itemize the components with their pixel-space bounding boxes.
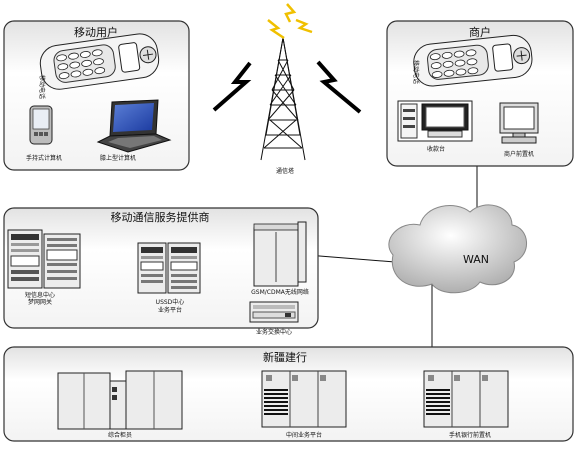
phone-caption-user: 移动电话 xyxy=(38,75,46,99)
pda-label: 手持式计算机 xyxy=(26,154,62,162)
mobile-bank-server-icon xyxy=(423,370,509,428)
accounting-server-icon xyxy=(57,370,183,430)
middleware-label: 中间业务平台 xyxy=(286,431,322,439)
ussd-label-2: 业务平台 xyxy=(158,306,182,314)
laptop-label: 膝上型计算机 xyxy=(100,154,136,162)
group-title-provider: 移动通信服务提供商 xyxy=(111,210,210,224)
pda-icon xyxy=(29,105,53,145)
phone-caption-merchant: 移动电话 xyxy=(412,60,420,84)
laptop-icon xyxy=(96,99,172,153)
wan-cloud-icon xyxy=(388,204,527,294)
wan-label: WAN xyxy=(463,253,489,266)
group-provider: 移动通信服务提供商 短信息中心 梦网网关 xyxy=(3,207,319,336)
group-merchant: 商户 移动电话 收款台 xyxy=(386,20,574,167)
cashier-label: 收款台 xyxy=(427,145,445,153)
tower-label: 通信塔 xyxy=(276,167,294,175)
group-bank: 新疆建行 综合柜员 中间业务平台 xyxy=(3,346,574,442)
ussd-server-icon xyxy=(137,242,201,294)
cashier-icon xyxy=(397,100,473,142)
sms-center-label-1: 短信息中心 xyxy=(25,291,55,299)
accounting-label: 综合柜员 xyxy=(108,431,132,439)
group-title-mobile-user: 移动用户 xyxy=(74,25,118,39)
tower-icon xyxy=(212,3,362,161)
gsm-network-label: GSM/CDMA无线网络 xyxy=(251,288,309,296)
mobile-bank-label: 手机银行前置机 xyxy=(449,431,491,439)
sms-center-label-2: 梦网网关 xyxy=(28,298,52,306)
merchant-pc-label: 商户前置机 xyxy=(504,150,534,158)
switching-center-icon xyxy=(249,301,299,323)
sms-server-icon xyxy=(7,229,81,289)
ussd-label-1: USSD中心 xyxy=(156,298,185,306)
computer-icon xyxy=(499,102,539,144)
group-mobile-user: 移动用户 移动电话 手持式计算机 xyxy=(3,20,190,171)
mobile-phone-icon xyxy=(39,33,160,90)
group-title-merchant: 商户 xyxy=(469,25,491,39)
group-title-bank: 新疆建行 xyxy=(263,350,307,364)
middleware-server-icon xyxy=(261,370,347,428)
gsm-cabinet-icon xyxy=(253,221,307,287)
mobile-phone-icon xyxy=(413,34,533,87)
switching-center-label: 业务交换中心 xyxy=(256,328,292,336)
